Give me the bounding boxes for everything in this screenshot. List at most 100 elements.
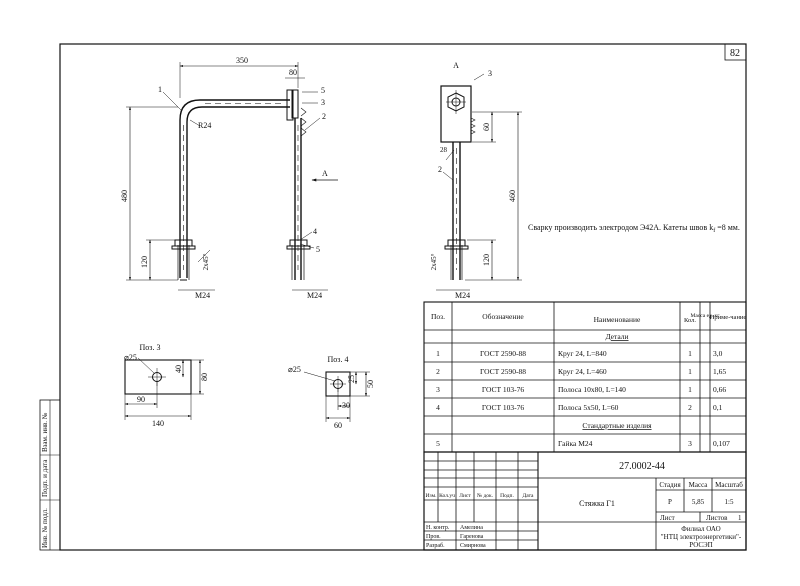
dim-480: 480 bbox=[120, 190, 129, 202]
pos4-title: Поз. 4 bbox=[328, 355, 349, 364]
role-name: Гаренова bbox=[460, 534, 484, 540]
dim-thread-left: М24 bbox=[195, 291, 210, 300]
pos4-labels: Поз. 4 ⌀25 25 50 30 60 bbox=[288, 355, 375, 430]
title-block: 27.0002-44 Стяжка Г1 Изм. Кол.уч Лист № … bbox=[426, 461, 744, 549]
side-dim-chamfer: 2х45° bbox=[430, 253, 438, 270]
pos3-dim-140: 140 bbox=[152, 419, 164, 428]
dim-thread-right: М24 bbox=[307, 291, 322, 300]
spec-cell: ГОСТ 2590-88 bbox=[480, 349, 526, 358]
pos3-hole: ⌀25 bbox=[124, 353, 137, 362]
spec-table: Поз. Обозначение Наименование Кол. Масса… bbox=[431, 312, 746, 448]
scale-label: Масштаб bbox=[715, 481, 743, 489]
spec-row-2: 2 ГОСТ 2590-88 Круг 24, L=460 1 1,65 bbox=[436, 367, 726, 376]
role-label: Н. контр. bbox=[426, 525, 450, 531]
spec-head-name: Наименование bbox=[594, 315, 641, 324]
main-view-labels: 350 80 480 120 2х45° М24 R24 М24 1 5 3 2… bbox=[120, 56, 328, 300]
spec-cell: 4 bbox=[436, 403, 440, 412]
pos3-dim-90: 90 bbox=[137, 395, 145, 404]
side-dim-thread: М24 bbox=[455, 291, 470, 300]
side-dim-60: 60 bbox=[482, 123, 491, 131]
spec-cell: 1 bbox=[688, 367, 692, 376]
side-dim-460: 460 bbox=[508, 190, 517, 202]
spec-row-1: 1 ГОСТ 2590-88 Круг 24, L=840 1 3,0 bbox=[436, 349, 723, 358]
spec-cell: 1 bbox=[688, 349, 692, 358]
spec-cell: 0,107 bbox=[713, 439, 730, 448]
pos4-dim-50: 50 bbox=[366, 380, 375, 388]
callout-5-top: 5 bbox=[321, 86, 325, 95]
spec-cell: 3 bbox=[436, 385, 440, 394]
spec-row-3: 3 ГОСТ 103-76 Полоса 10х80, L=140 1 0,66 bbox=[436, 385, 726, 394]
pos4-hole: ⌀25 bbox=[288, 365, 301, 374]
col-head: Лист bbox=[459, 493, 471, 499]
org-line-3: РОСЭП bbox=[689, 541, 712, 549]
col-head: № док. bbox=[477, 493, 494, 499]
col-head: Подп. bbox=[500, 493, 514, 499]
pos4-dim-30: 30 bbox=[342, 401, 350, 410]
side-dim-120: 120 bbox=[482, 254, 491, 266]
col-head: Кол.уч bbox=[439, 493, 455, 499]
pos4-detail bbox=[303, 371, 370, 422]
side-stamp: Инв. № подл. Подп. и дата Взам. инв. № bbox=[41, 412, 49, 548]
role-label: Пров. bbox=[426, 534, 441, 540]
spec-cell: 3 bbox=[688, 439, 692, 448]
stamp-replace-inv: Взам. инв. № bbox=[41, 412, 49, 452]
spec-cell: ГОСТ 2590-88 bbox=[480, 367, 526, 376]
spec-cell: 0,66 bbox=[713, 385, 726, 394]
side-callout-2: 2 bbox=[438, 165, 442, 174]
dim-80: 80 bbox=[289, 68, 297, 77]
role-name: Смирнова bbox=[460, 543, 486, 549]
spec-cell: Гайка М24 bbox=[558, 439, 593, 448]
pos3-dim-80: 80 bbox=[200, 373, 209, 381]
pos3-title: Поз. 3 bbox=[140, 343, 161, 352]
spec-head-mass: Масса ед.,кг bbox=[691, 313, 721, 319]
spec-cell: ГОСТ 103-76 bbox=[482, 403, 525, 412]
spec-cell: 2 bbox=[688, 403, 692, 412]
scale-value: 1:5 bbox=[725, 498, 734, 506]
col-head: Дата bbox=[523, 493, 535, 499]
spec-head-pos: Поз. bbox=[431, 312, 445, 321]
pos4-dim-60: 60 bbox=[334, 421, 342, 430]
role-label: Разраб. bbox=[426, 542, 445, 549]
mass-label: Масса bbox=[689, 481, 709, 489]
spec-cell: 1,65 bbox=[713, 367, 726, 376]
title-block-grid bbox=[423, 451, 747, 551]
sheet-frame bbox=[39, 43, 747, 551]
sheets-label: Листов bbox=[706, 514, 728, 522]
org-line-2: "НТЦ электроэнергетики"- bbox=[661, 533, 742, 541]
side-callout-3: 3 bbox=[488, 69, 492, 78]
spec-row-4: 4 ГОСТ 103-76 Полоса 5х50, L=60 2 0,1 bbox=[436, 403, 723, 412]
dim-chamfer: 2х45° bbox=[202, 253, 210, 270]
pos3-labels: Поз. 3 ⌀25 40 80 90 140 bbox=[124, 343, 209, 428]
sheets-value: 1 bbox=[738, 514, 742, 522]
pos4-dim-25: 25 bbox=[347, 375, 356, 383]
spec-cell: 1 bbox=[688, 385, 692, 394]
pos3-dim-40: 40 bbox=[174, 365, 183, 373]
callout-1: 1 bbox=[158, 85, 162, 94]
dim-radius: R24 bbox=[198, 121, 211, 130]
spec-row-5: 5 Гайка М24 3 0,107 bbox=[436, 439, 730, 448]
callout-2: 2 bbox=[322, 112, 326, 121]
spec-cell: 2 bbox=[436, 367, 440, 376]
spec-head-code: Обозначение bbox=[482, 312, 524, 321]
spec-cell: Круг 24, L=460 bbox=[558, 367, 607, 376]
callout-3: 3 bbox=[321, 98, 325, 107]
main-view bbox=[126, 62, 338, 291]
spec-cell: 5 bbox=[436, 439, 440, 448]
spec-cell: 3,0 bbox=[713, 349, 723, 358]
side-view bbox=[436, 73, 522, 291]
spec-cell: Полоса 10х80, L=140 bbox=[558, 385, 626, 394]
view-label: А bbox=[453, 61, 459, 70]
spec-cell: 0,1 bbox=[713, 403, 723, 412]
pos3-detail bbox=[124, 357, 204, 420]
stage-label: Стадия bbox=[659, 481, 681, 489]
view-arrow-label: А bbox=[322, 169, 328, 178]
org-line-1: Филиал ОАО bbox=[681, 525, 720, 533]
sheet-number: 82 bbox=[730, 48, 740, 59]
spec-head-qty: Кол. bbox=[684, 317, 696, 324]
stamp-inv-no: Инв. № подл. bbox=[41, 508, 49, 548]
stamp-sign-date: Подп. и дата bbox=[41, 459, 49, 497]
callout-5-bottom: 5 bbox=[316, 245, 320, 254]
dim-120: 120 bbox=[140, 256, 149, 268]
spec-head-note: Приме-чание bbox=[710, 314, 747, 321]
